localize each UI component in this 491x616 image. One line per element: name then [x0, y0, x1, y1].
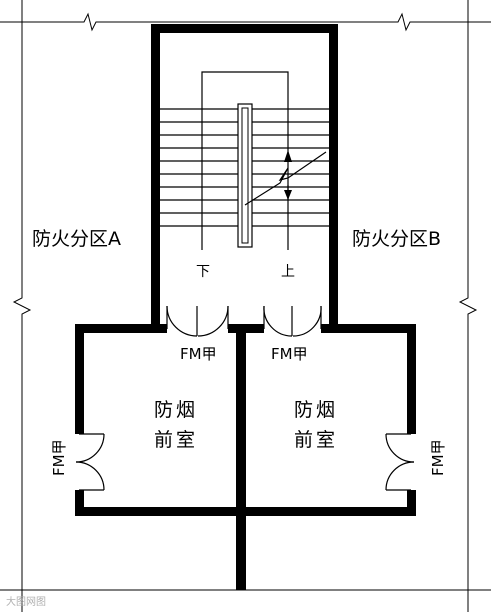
- lobby-left-wall-upper: [75, 324, 84, 434]
- stair-up-arrow: [284, 150, 292, 162]
- stair-down-label: 下: [196, 264, 210, 280]
- lobby-right-wall-lower: [407, 490, 416, 516]
- right-boundary-line: [458, 0, 478, 612]
- lobby-walls: [75, 324, 416, 590]
- side-left-fire-door[interactable]: [75, 433, 105, 491]
- stair-left-wall: [151, 24, 160, 332]
- room-right-label-line2: 前室: [294, 429, 338, 451]
- door-label-top-right: FM甲: [271, 345, 308, 363]
- stair-break-line: [244, 151, 327, 206]
- top-right-fire-door[interactable]: [263, 305, 322, 337]
- zone-label-b: 防火分区B: [352, 228, 441, 250]
- top-left-fire-door[interactable]: [166, 305, 229, 337]
- room-right-label-line1: 防烟: [294, 399, 338, 421]
- door-label-top-left: FM甲: [180, 345, 217, 363]
- lobby-top-wall-right: [321, 324, 416, 333]
- lobby-right-wall-upper: [407, 324, 416, 434]
- side-right-fire-door[interactable]: [385, 433, 415, 491]
- left-boundary-line: [12, 0, 32, 612]
- stair-right-wall: [329, 24, 338, 332]
- lobby-left-wall-lower: [75, 490, 84, 516]
- watermark-text: 大图网图: [6, 595, 46, 608]
- door-label-side-left: FM甲: [50, 439, 68, 476]
- room-left-label-line2: 前室: [154, 429, 198, 451]
- top-boundary-line: [0, 12, 491, 32]
- stair-shaft-walls: [151, 24, 338, 332]
- door-label-side-right: FM甲: [429, 439, 447, 476]
- stair-flights: [160, 71, 329, 250]
- compartment-divider-wall: [236, 324, 246, 590]
- lobby-top-wall-left: [75, 324, 167, 333]
- stair-top-wall: [151, 24, 338, 33]
- stair-handrail-inner: [241, 107, 249, 244]
- room-left-label-line1: 防烟: [154, 399, 198, 421]
- stair-down-arrow: [284, 190, 292, 200]
- stair-up-label: 上: [281, 264, 295, 280]
- stair-handrail: [237, 103, 253, 248]
- zone-label-a: 防火分区A: [32, 228, 121, 250]
